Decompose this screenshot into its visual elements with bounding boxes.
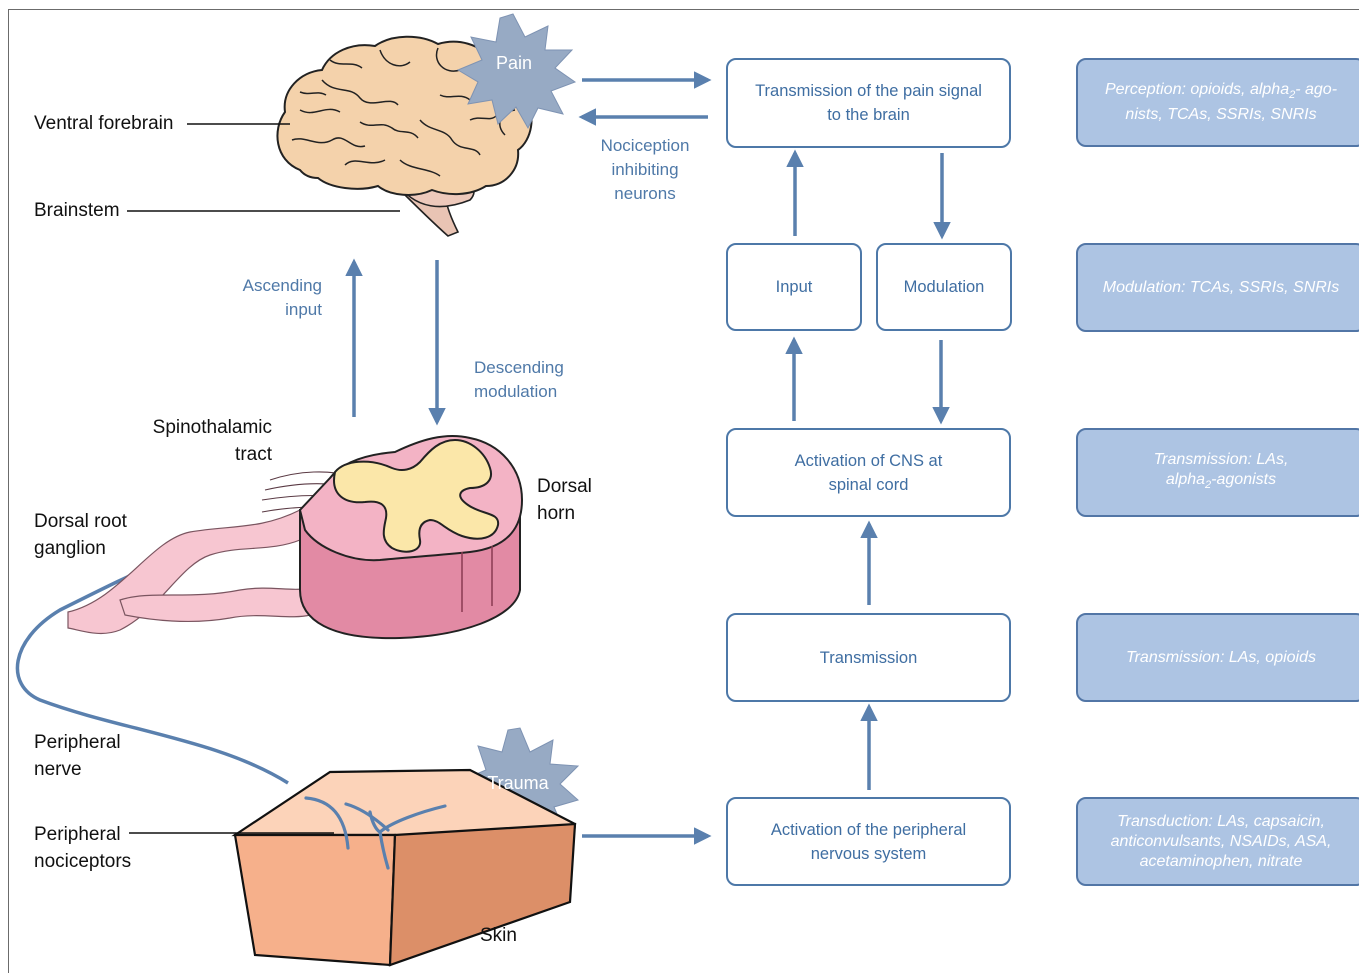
perception-suffix: - ago- (1295, 80, 1338, 98)
transduction-drug-box: Transduction: LAs, capsaicin, anticonvul… (1076, 797, 1359, 886)
modulation-drug-box: Modulation: TCAs, SSRIs, SNRIs (1076, 243, 1359, 332)
ventral-forebrain-label: Ventral forebrain (34, 113, 174, 134)
brainstem-label: Brainstem (34, 200, 120, 221)
activation-cns-box: Activation of CNS at spinal cord (726, 428, 1011, 517)
flow-arrows (785, 149, 951, 790)
descending-modulation-label: Descending modulation (474, 358, 564, 401)
nociception-inhibiting-label: Nociception inhibiting neurons (600, 136, 690, 203)
spinothalamic-tract-label: Spinothalamic tract (152, 417, 272, 465)
modulation-box: Modulation (876, 243, 1012, 331)
nociceptor-endings (304, 796, 447, 870)
label-leaders (127, 123, 400, 834)
perception-text: Perception: opioids, alpha (1104, 80, 1290, 98)
pain-burst (456, 13, 577, 130)
pain-label: Pain (495, 53, 533, 73)
peripheral-nociceptors-label: Peripheral nociceptors (34, 824, 132, 872)
perception-line2: nists, TCAs, SSRIs, SNRIs (1125, 106, 1317, 124)
transmission-cns-suffix: -agonists (1211, 470, 1277, 488)
ascending-input-label: Ascending input (242, 276, 322, 319)
dorsal-root-ganglion-label: Dorsal root ganglion (34, 511, 127, 559)
transmission-to-brain-box: Transmission of the pain signal to the b… (726, 58, 1011, 148)
peripheral-nerve-label: Peripheral nerve (34, 732, 121, 780)
transmission-box: Transmission (726, 613, 1011, 702)
peripheral-nerve-fiber (15, 558, 289, 785)
skin-label: Skin (480, 925, 517, 946)
transmission-cns-drug-box: Transmission: LAs, alpha2-agonists (1076, 428, 1359, 517)
skin-block (231, 768, 577, 967)
activation-pns-box: Activation of the peripheral nervous sys… (726, 797, 1011, 886)
dorsal-horn-label: Dorsal horn (537, 476, 592, 524)
perception-subscript: 2 (1289, 89, 1296, 102)
figure-border (8, 9, 1359, 973)
transmission-cns-text: alpha (1165, 470, 1206, 488)
transmission-drug-box: Transmission: LAs, opioids (1076, 613, 1359, 702)
nerve-roots (67, 471, 379, 635)
input-box: Input (726, 243, 862, 331)
transmission-cns-subscript: 2 (1205, 479, 1212, 492)
perception-drug-box: Perception: opioids, alpha2- ago- nists,… (1076, 58, 1359, 147)
grey-matter (333, 438, 500, 553)
transmission-cns-line1: Transmission: LAs, (1153, 450, 1289, 468)
trauma-label: Trauma (487, 773, 549, 793)
